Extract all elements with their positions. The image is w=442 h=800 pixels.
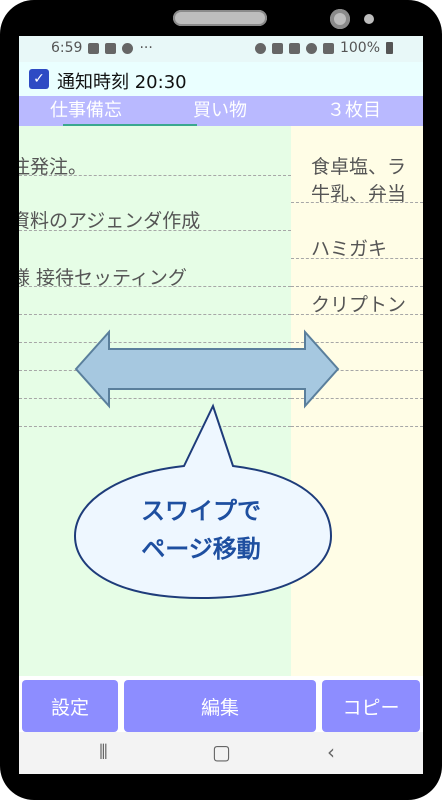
memo-line: 様 接待セッティング: [19, 267, 187, 289]
ruled-line: [291, 258, 423, 259]
notify-label: 通知時刻 20:30: [57, 72, 187, 93]
memo-line: 資料のアジェンダ作成: [19, 210, 201, 232]
ruled-line: [291, 202, 423, 203]
settings-button[interactable]: 設定: [22, 680, 118, 732]
swipe-hint-text: スワイプで ページ移動: [115, 492, 287, 568]
screen: 6:59 ··· 100% ✓ 通知時刻 20:30 仕事備忘: [19, 36, 423, 774]
tab-work-memo[interactable]: 仕事備忘: [50, 100, 122, 121]
status-time: 6:59: [51, 40, 83, 56]
memo-line: ハミガキ: [311, 238, 388, 260]
memo-line: 注発注。: [19, 156, 88, 178]
speaker-grille: [173, 10, 267, 26]
swipe-hint-line2: ページ移動: [141, 535, 261, 563]
swipe-arrow-icon: [74, 329, 340, 409]
ruled-line: [291, 370, 423, 371]
alarm-icon: [254, 42, 266, 54]
notify-checkbox[interactable]: ✓: [29, 69, 49, 89]
sensor: [364, 14, 374, 24]
speech-bubble: [73, 403, 333, 600]
ruled-line: [19, 398, 291, 399]
ruled-line: [19, 314, 291, 315]
twitter-icon: [122, 42, 134, 54]
tab-shopping[interactable]: 買い物: [193, 100, 247, 121]
more-notifications: ···: [139, 40, 153, 56]
ruled-line: [291, 342, 423, 343]
copy-button[interactable]: コピー: [322, 680, 420, 732]
tab-third[interactable]: ３枚目: [327, 100, 381, 121]
mail-icon: [105, 42, 117, 54]
ruled-line: [291, 426, 423, 427]
memo-line: 牛乳、弁当: [311, 183, 407, 205]
swipe-hint-graphic: [73, 329, 340, 600]
ruled-line: [19, 230, 291, 231]
tab-bar: 仕事備忘 買い物 ３枚目: [19, 96, 423, 126]
notify-row: ✓ 通知時刻 20:30: [19, 62, 423, 96]
memo-line: クリプトン: [311, 294, 407, 316]
bottom-toolbar: 設定 編集 コピー: [19, 676, 423, 732]
page-shopping[interactable]: [291, 126, 423, 676]
system-nav-bar: ⦀ ▢ ‹: [19, 732, 423, 774]
ruled-line: [19, 286, 291, 287]
home-icon[interactable]: ▢: [212, 740, 231, 764]
back-icon[interactable]: ‹: [327, 740, 335, 764]
tab-indicator: [63, 124, 197, 126]
battery-percent: 100%: [339, 40, 380, 56]
mute-icon: [271, 42, 283, 54]
edit-button[interactable]: 編集: [124, 680, 316, 732]
ruled-line: [291, 314, 423, 315]
swipe-hint-line1: スワイプで: [141, 497, 261, 525]
volte-icon: [288, 42, 300, 54]
ruled-line: [291, 398, 423, 399]
recent-apps-icon[interactable]: ⦀: [99, 740, 108, 764]
status-bar: 6:59 ··· 100%: [19, 36, 423, 62]
front-camera: [330, 9, 350, 29]
memo-line: 食卓塩、ラ: [311, 156, 407, 178]
ruled-line: [19, 342, 291, 343]
ruled-line: [291, 286, 423, 287]
gallery-icon: [88, 42, 100, 54]
wifi-icon: [305, 42, 317, 54]
ruled-line: [19, 175, 291, 176]
battery-icon: [386, 42, 393, 54]
ruled-line: [19, 426, 291, 427]
signal-icon: [322, 42, 334, 54]
